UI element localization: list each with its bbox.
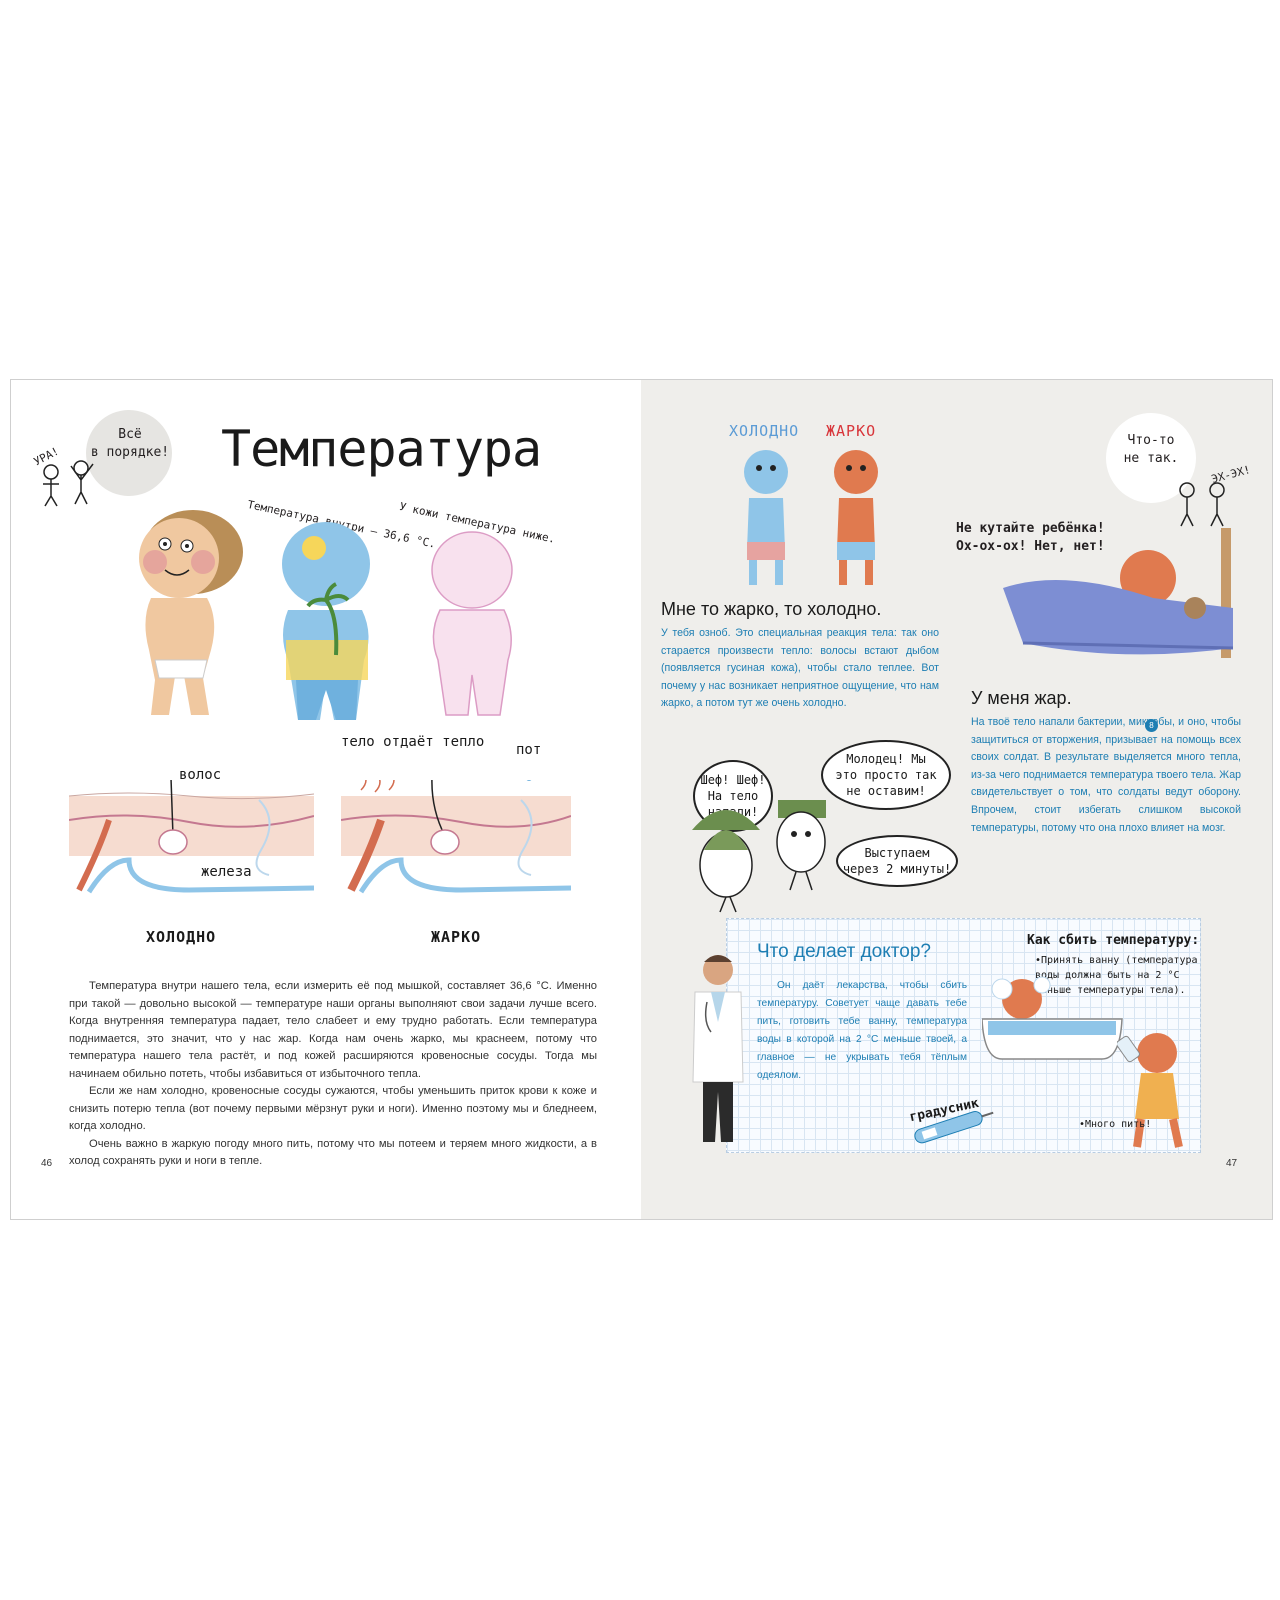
grandma-speech: Не кутайте ребёнка! Ох-ох-ох! Нет, нет!	[956, 521, 1105, 554]
heading-fever: У меня жар.	[971, 688, 1072, 708]
doctor-illustration	[692, 955, 744, 1142]
body-inside-beach-illustration	[282, 522, 370, 720]
bath-child-illustration	[982, 976, 1123, 1060]
how-to-lower-heading: Как сбить температуру:	[1027, 933, 1200, 948]
label-hair: волос	[179, 767, 222, 783]
label-cold-section: ХОЛОДНО	[146, 928, 217, 946]
child-in-bed-illustration	[1003, 528, 1234, 658]
bubble-text-all-ok: Всё в порядке!	[90, 427, 170, 460]
text-chills: У тебя озноб. Это специальная реакция те…	[661, 627, 939, 710]
speech-bubble-march: Выступаем через 2 минуты!	[836, 835, 958, 887]
speech-bubble-well-done: Молодец! Мы это просто так не оставим!	[821, 740, 951, 810]
cheering-kids-icon	[43, 460, 94, 507]
reference-badge: 8	[1145, 719, 1158, 732]
bubble-text-something-wrong: Что-то не так.	[1123, 433, 1179, 466]
label-heat-out: тело отдаёт тепло	[341, 734, 485, 750]
heading-hot-cold: Мне то жарко, то холодно.	[661, 599, 882, 619]
worried-kids-icon	[1179, 482, 1225, 527]
label-hot-section: ЖАРКО	[431, 928, 482, 946]
doctor-heading: Что делает доктор?	[757, 941, 931, 962]
thermometer-icon	[914, 1111, 994, 1144]
main-body-text: Температура внутри нашего тела, если изм…	[69, 978, 597, 1171]
label-gland: железа	[201, 864, 252, 880]
left-page: Всё в порядке! УРА! Температура Температ…	[11, 380, 641, 1219]
body-outline-pink-illustration	[431, 531, 513, 716]
text-fever: На твоё тело напали бактерии, микробы, и…	[971, 716, 1241, 834]
page-number-right: 47	[1226, 1158, 1238, 1169]
label-cold-figure: ХОЛОДНО	[729, 422, 800, 440]
speech-bubble-circle	[86, 410, 172, 496]
paragraph-1: Температура внутри нашего тела, если изм…	[69, 980, 597, 1080]
reference-badge-number: 8	[1149, 721, 1154, 730]
how-item-bath: •Принять ванну (температура воды должна …	[1035, 955, 1198, 996]
label-sweat: пот	[516, 742, 542, 758]
doctor-text: Он даёт лекарства, чтобы сбить температу…	[757, 980, 967, 1081]
how-item-drink: •Много пить!	[1079, 1119, 1152, 1130]
child-drinking-illustration	[1117, 1033, 1183, 1148]
book-spread: Всё в порядке! УРА! Температура Температ…	[10, 379, 1273, 1220]
child-figure-illustration	[139, 510, 243, 715]
right-page: ХОЛОДНО ЖАРКО Мне то жарко, то холодно. …	[641, 380, 1272, 1219]
skin-cross-section-hot	[341, 780, 571, 894]
skin-cross-section-cold	[69, 780, 314, 894]
page-title: Температура	[221, 420, 542, 478]
label-hot-figure: ЖАРКО	[826, 422, 877, 440]
paragraph-2: Если же нам холодно, кровеносные сосуды …	[69, 1085, 597, 1132]
page-number-left: 46	[41, 1158, 53, 1169]
paragraph-3: Очень важно в жаркую погоду много пить, …	[69, 1137, 597, 1168]
soldier-cells-illustration	[692, 800, 826, 913]
doctor-info-card: Что делает доктор? Он даёт лекарства, чт…	[726, 918, 1201, 1153]
cold-and-hot-boys-illustration	[744, 450, 878, 585]
